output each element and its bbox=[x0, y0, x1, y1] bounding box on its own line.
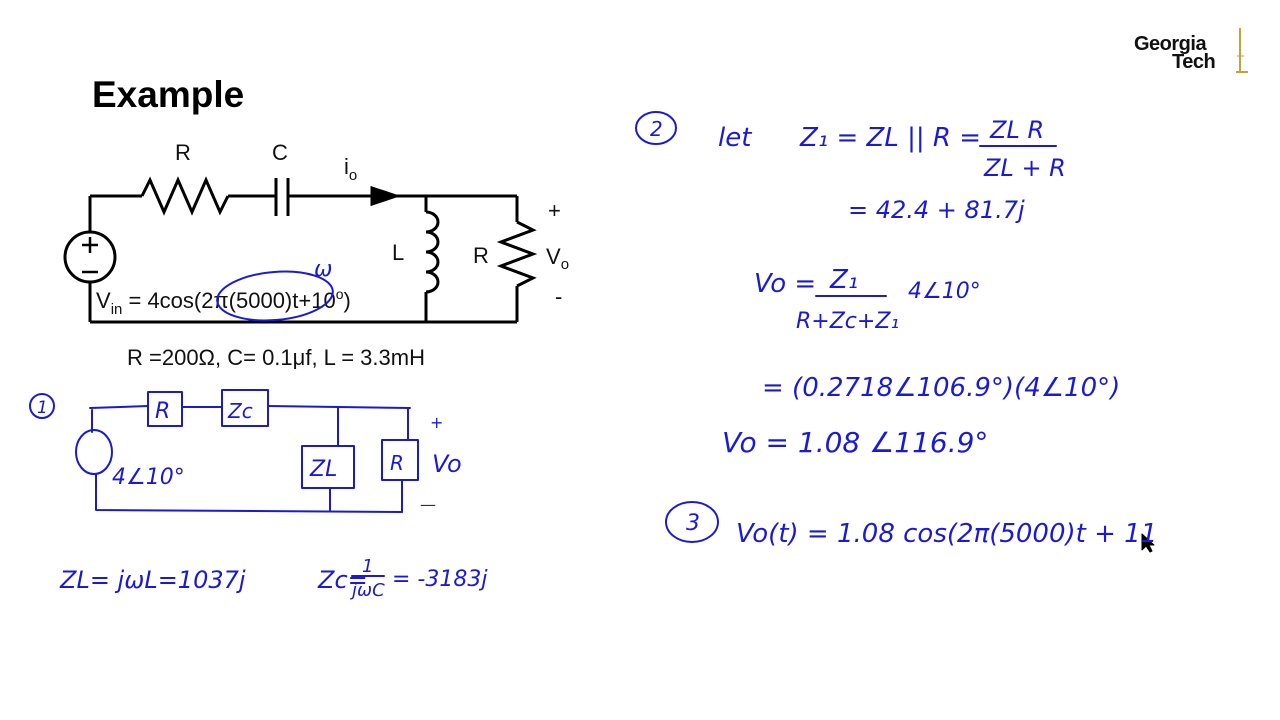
step2-number: 2 bbox=[650, 117, 663, 141]
source-expression: Vin = 4cos(2π(5000)t+10o) bbox=[96, 286, 351, 318]
sk-label-r2: R bbox=[390, 451, 404, 475]
label-io: io bbox=[344, 154, 357, 184]
vo-product: = (0.2718∠106.9°)(4∠10°) bbox=[762, 373, 1120, 403]
sk-label-minus: — bbox=[420, 495, 436, 514]
logo-tower-icon bbox=[1236, 28, 1248, 73]
label-plus: + bbox=[548, 198, 561, 223]
sk-source-value: 4∠10° bbox=[112, 465, 185, 490]
logo-text-georgia: Georgia bbox=[1134, 33, 1207, 55]
sk-label-zl: ZL bbox=[309, 457, 337, 482]
z1-numerator: ZL R bbox=[989, 116, 1044, 144]
step1-number: 1 bbox=[37, 398, 48, 418]
sk-wire-top-right bbox=[267, 405, 411, 409]
vo-lhs: Vo = bbox=[754, 269, 816, 299]
sk-box-r bbox=[147, 391, 183, 427]
vo-source: 4∠10° bbox=[908, 279, 981, 304]
label-vo: Vo bbox=[546, 244, 569, 273]
z1-value: = 42.4 + 81.7j bbox=[848, 196, 1025, 224]
vo-time-domain: Vo(t) = 1.08 cos(2π(5000)t + 11 bbox=[736, 519, 1157, 549]
georgia-tech-logo: Georgia Tech bbox=[1132, 28, 1250, 82]
circuit-diagram bbox=[63, 176, 538, 324]
label-l: L bbox=[392, 240, 404, 265]
omega-circle bbox=[216, 270, 334, 322]
step3-number: 3 bbox=[686, 511, 700, 536]
component-values: R =200Ω, C= 0.1μf, L = 3.3mH bbox=[127, 345, 425, 370]
zc-equation-rhs: = -3183j bbox=[392, 567, 488, 592]
z1-definition: Z₁ = ZL || R = bbox=[799, 123, 981, 153]
sk-wire-top-left bbox=[89, 405, 149, 425]
step2-circle bbox=[635, 111, 677, 145]
sk-label-zc: Zc bbox=[227, 399, 253, 423]
zc-denominator: jωC bbox=[349, 580, 385, 601]
omega-note: ω bbox=[314, 257, 332, 282]
sk-box-r2 bbox=[381, 439, 419, 481]
current-arrow-icon bbox=[370, 185, 401, 207]
circuit-labels: R C io L R + - Vo Vin = 4cos(2π(5000)t+1… bbox=[96, 140, 569, 370]
sk-label-plus: + bbox=[430, 413, 443, 432]
let-text: let bbox=[718, 123, 752, 153]
vo-result: Vo = 1.08 ∠116.9° bbox=[722, 426, 988, 459]
resistor-shunt-icon bbox=[496, 220, 538, 288]
z1-denominator: ZL + R bbox=[983, 154, 1066, 182]
label-minus: - bbox=[555, 284, 562, 309]
step3-circle bbox=[665, 501, 719, 543]
sk-wire-bottom bbox=[95, 473, 403, 513]
slide-title: Example bbox=[92, 74, 245, 115]
handwritten-annotations bbox=[29, 111, 1155, 577]
sk-box-zl bbox=[301, 445, 355, 489]
handwritten-text: ω 1 R Zc ZL R + — Vo 4∠10° ZL= jωL=1037j… bbox=[37, 116, 1157, 601]
label-c: C bbox=[272, 140, 288, 165]
logo-text-tech: Tech bbox=[1172, 51, 1216, 73]
sk-label-vo: Vo bbox=[432, 450, 462, 478]
sk-box-zc bbox=[221, 389, 269, 427]
vo-denominator: R+Zc+Z₁ bbox=[796, 309, 899, 334]
inductor-icon bbox=[425, 210, 440, 294]
zl-equation: ZL= jωL=1037j bbox=[59, 566, 246, 594]
sk-source-icon bbox=[75, 429, 113, 475]
label-r-series: R bbox=[175, 140, 191, 165]
sk-label-r: R bbox=[155, 399, 170, 424]
voltage-source-icon bbox=[63, 230, 117, 284]
cursor-icon bbox=[1141, 533, 1155, 553]
label-r-shunt: R bbox=[473, 243, 489, 268]
vo-numerator: Z₁ bbox=[829, 265, 858, 295]
zc-numerator: 1 bbox=[362, 556, 373, 577]
step1-circle bbox=[29, 393, 55, 419]
resistor-series-icon bbox=[140, 176, 230, 216]
zc-equation-lhs: Zc= bbox=[317, 566, 368, 594]
